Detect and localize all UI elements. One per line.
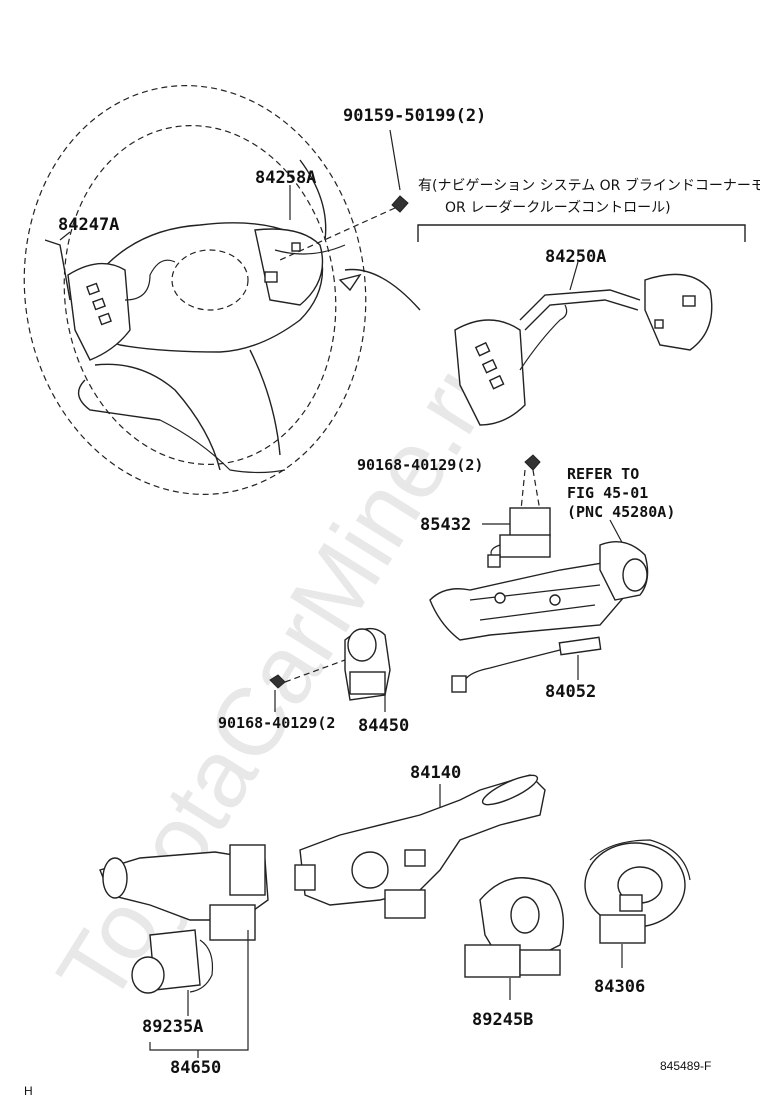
refer-note-line3: (PNC 45280A) [567, 503, 675, 521]
watermark-text: ToyotaCarMine.ru [37, 322, 529, 1021]
switch-harness-84250a-illustration [454, 273, 713, 426]
part-label-84450: 84450 [358, 716, 409, 736]
part-label-90168-40129-bottom: 90168-40129(2 [218, 714, 335, 732]
corner-mark: H [24, 1084, 33, 1098]
harness-84052-illustration [451, 636, 602, 693]
part-label-89235A: 89235A [142, 1017, 203, 1037]
part-label-84247A: 84247A [58, 215, 119, 235]
part-label-84140: 84140 [410, 763, 461, 783]
part-label-84650: 84650 [170, 1058, 221, 1078]
part-label-84250A: 84250A [545, 247, 606, 267]
option-note-line2: OR レーダークルーズコントロール) [445, 200, 671, 216]
spiral-cable-84306-illustration [584, 839, 691, 944]
steering-wheel-illustration [23, 85, 421, 495]
part-label-90168-40129-top: 90168-40129(2) [357, 456, 483, 474]
steering-sensor-89245b-illustration [464, 877, 565, 978]
figure-code: 845489-F [660, 1059, 711, 1073]
refer-note-line2: FIG 45-01 [567, 484, 648, 502]
part-label-89245B: 89245B [472, 1010, 533, 1030]
refer-note-line1: REFER TO [567, 465, 639, 483]
option-note-line1: 有(ナビゲーション システム OR ブラインドコーナーモニター [418, 177, 760, 194]
part-label-84306: 84306 [594, 977, 645, 997]
switch-84650-illustration [99, 844, 269, 994]
part-label-84258A: 84258A [255, 168, 316, 188]
part-label-90159-50199: 90159-50199(2) [343, 106, 486, 126]
ignition-lock-84450-illustration [344, 627, 391, 701]
steering-column-illustration [429, 507, 649, 641]
combination-switch-84140-illustration [294, 774, 546, 919]
part-label-84052: 84052 [545, 682, 596, 702]
part-label-85432: 85432 [420, 515, 471, 535]
